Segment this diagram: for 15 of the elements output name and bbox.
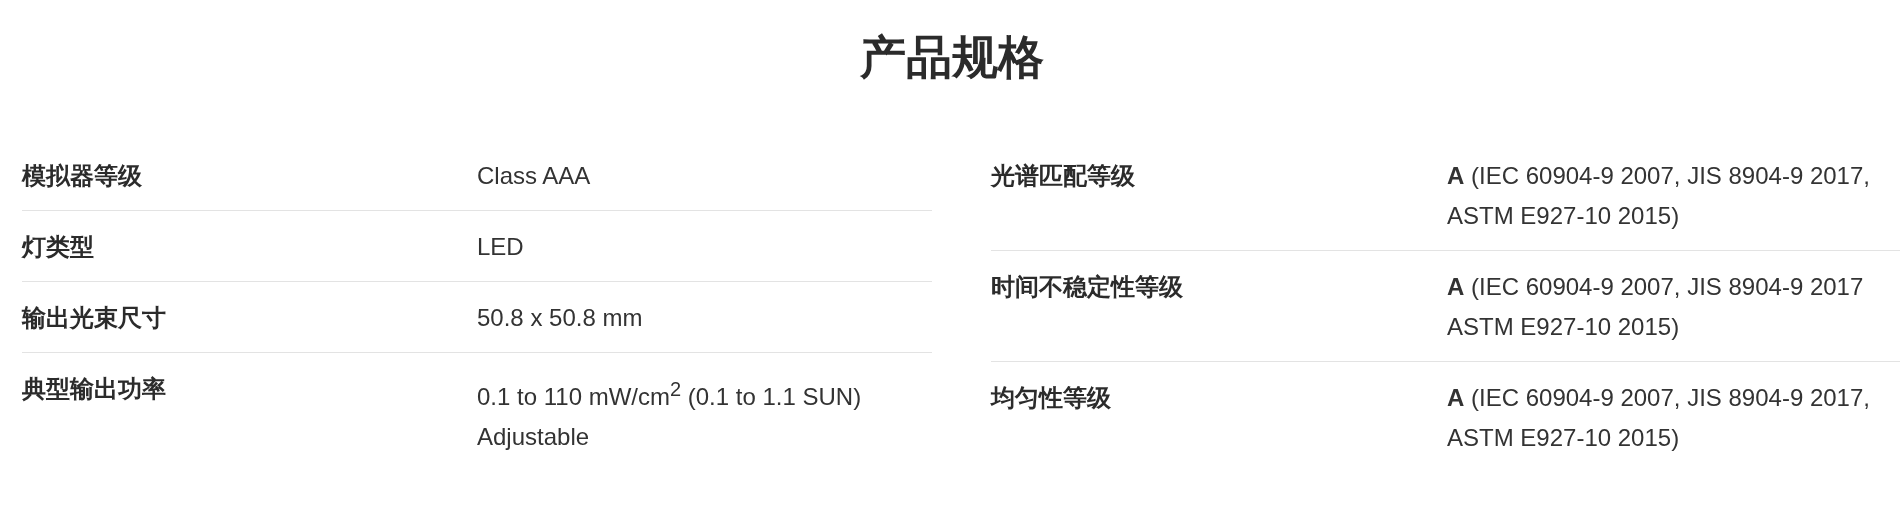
spec-name: 灯类型 — [22, 232, 95, 262]
spec-value: 0.1 to 110 mW/cm$^{2}$ (0.1 to 1.1 SUN) Adjustable — [477, 377, 863, 452]
spec-name: 模拟器等级 — [22, 161, 143, 191]
spec-name: 均匀性等级 — [991, 383, 1112, 413]
spec-value: A (IEC 60904-9 2007, JIS 8904-9 2017, ASTM E927-10 2015) — [1447, 383, 1871, 453]
spec-name: 时间不稳定性等级 — [991, 272, 1184, 302]
spec-value: A (IEC 60904-9 2007, JIS 8904-9 2017, ASTM E927-10 2015) — [1447, 161, 1871, 231]
spec-value: A (IEC 60904-9 2007, JIS 8904-9 2017 ASTM E927-10 2015) — [1447, 272, 1865, 342]
spec-name: 输出光束尺寸 — [22, 303, 167, 333]
spec-value: LED — [477, 232, 525, 262]
spec-name: 光谱匹配等级 — [991, 161, 1136, 191]
spec-value: Class AAA — [477, 161, 592, 191]
spec-name: 典型输出功率 — [22, 374, 167, 404]
page-title: 产品规格 — [858, 30, 1045, 85]
spec-value: 50.8 x 50.8 mm — [477, 303, 644, 333]
